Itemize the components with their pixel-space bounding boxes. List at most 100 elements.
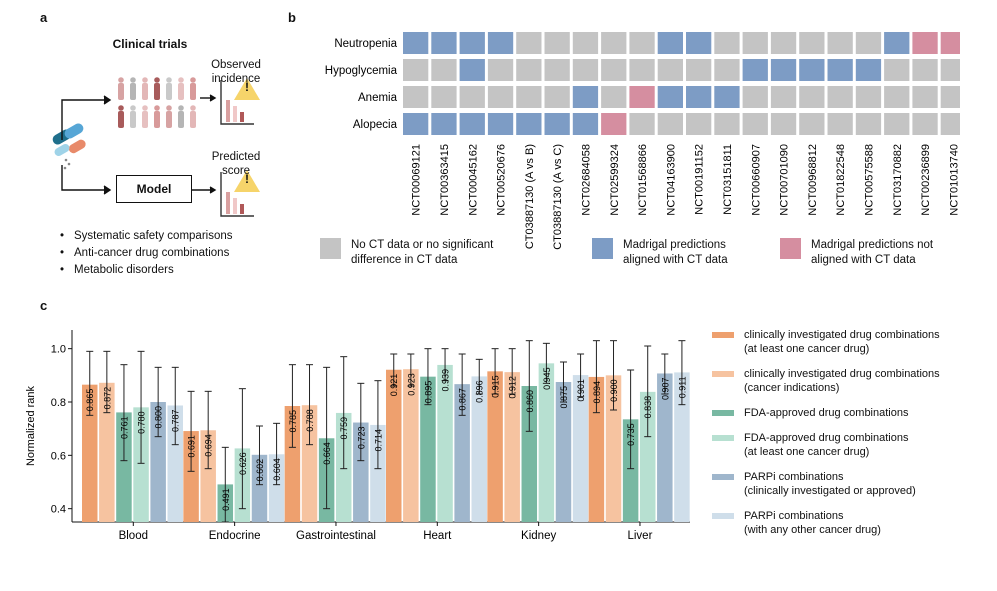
legend-c-item: FDA-approved drug combinations [712, 406, 982, 420]
data-label: 0.907 [660, 377, 670, 400]
column-label: NCT00191152 [694, 144, 706, 215]
person-body [154, 111, 160, 128]
heatmap-cell [686, 113, 712, 135]
data-label: 0.602 [255, 459, 265, 482]
legend-c-text: FDA-approved drug combinations (at least… [744, 432, 909, 458]
panel-c-label: c [40, 298, 48, 313]
heatmap-cell [629, 113, 655, 135]
person-icon [118, 105, 124, 111]
data-label: 0.759 [339, 417, 349, 440]
column-label: NCT01568866 [637, 144, 649, 216]
person-icon [118, 77, 124, 83]
heatmap-cell [940, 86, 960, 108]
heatmap-cell [544, 113, 570, 135]
data-label: 0.901 [576, 379, 586, 402]
person-icon [166, 77, 172, 83]
heatmap-cell [431, 32, 457, 54]
data-label: 0.900 [609, 379, 619, 402]
model-box: Model [116, 175, 192, 203]
data-label: 0.785 [288, 410, 298, 433]
person-icon [130, 105, 136, 111]
data-label: 0.896 [475, 380, 485, 403]
panel-a-illustration [52, 77, 260, 217]
column-label: NCT02599324 [609, 144, 621, 216]
heatmap-cell [459, 86, 485, 108]
heatmap-cell [431, 113, 457, 135]
legend-c-text: clinically investigated drug combination… [744, 368, 940, 394]
data-label: 0.912 [508, 376, 518, 399]
heatmap-cell [799, 59, 825, 81]
heatmap-cell [912, 113, 938, 135]
person-body [130, 83, 136, 100]
heatmap-cell [487, 32, 514, 54]
heatmap-cell [459, 32, 485, 54]
column-label: NCT04163900 [665, 144, 677, 216]
person-icon [190, 105, 196, 111]
bar [622, 419, 639, 522]
legend-swatch-blue [592, 238, 613, 259]
heatmap-cell [940, 59, 960, 81]
bar [504, 372, 520, 522]
heatmap-cell [657, 86, 683, 108]
bar [657, 373, 673, 522]
data-label: 0.875 [559, 386, 569, 409]
person-icon [190, 77, 196, 83]
person-body [190, 111, 196, 128]
data-label: 0.915 [491, 375, 501, 398]
legend-c: clinically investigated drug combination… [712, 328, 982, 548]
heatmap-cell [770, 59, 797, 81]
bar [150, 402, 166, 522]
heatmap-cell [657, 59, 683, 81]
heatmap-cell [572, 32, 599, 54]
heatmap-cell [572, 86, 599, 108]
heatmap-cell [601, 86, 627, 108]
legend-c-swatch [712, 474, 734, 480]
bar [116, 412, 132, 522]
category-label: Gastrointestinal [296, 530, 376, 542]
heatmap-cell [799, 86, 825, 108]
person-icon [142, 77, 148, 83]
legend-c-text: PARPi combinations (clinically investiga… [744, 471, 916, 497]
bar [133, 407, 149, 522]
heatmap-cell [714, 113, 740, 135]
data-label: 0.838 [643, 396, 653, 419]
data-label: 0.788 [305, 409, 315, 432]
column-label: NCT00236899 [920, 144, 932, 216]
data-label: 0.911 [677, 376, 687, 398]
person-body [142, 83, 148, 100]
bar [538, 363, 555, 522]
heatmap-cell [827, 59, 853, 81]
heatmap-cell [714, 59, 740, 81]
data-label: 0.626 [238, 452, 248, 475]
person-body [178, 83, 184, 100]
heatmap-cell [544, 59, 570, 81]
data-label: 0.761 [119, 416, 129, 439]
heatmap-cell [516, 32, 542, 54]
y-tick-label: 0.4 [51, 504, 66, 516]
heatmap-cell [516, 113, 542, 135]
person-body [130, 111, 136, 128]
person-icon [178, 77, 184, 83]
legend-c-text: clinically investigated drug combination… [744, 329, 940, 355]
category-label: Heart [423, 530, 452, 542]
data-label: 0.604 [272, 458, 282, 481]
legend-text-gray: No CT data or no significant difference … [351, 239, 494, 266]
heatmap-cell [459, 113, 485, 135]
legend-c-swatch [712, 435, 734, 441]
heatmap-cell [770, 32, 797, 54]
panel-b-label: b [288, 10, 296, 25]
legend-c-text: FDA-approved drug combinations [744, 407, 909, 419]
person-body [142, 111, 148, 128]
heatmap-cell [799, 113, 825, 135]
column-label: NCT00575588 [863, 144, 875, 216]
predicted-chart-icon [220, 170, 260, 217]
heatmap-cell [431, 86, 457, 108]
bar [454, 384, 470, 522]
data-label: 0.923 [406, 373, 416, 396]
legend-c-swatch [712, 513, 734, 519]
flow-arrows [61, 94, 217, 195]
legend-c-item: PARPi combinations (clinically investiga… [712, 470, 982, 498]
heatmap-cell [657, 32, 683, 54]
panel-a-label: a [40, 10, 48, 25]
